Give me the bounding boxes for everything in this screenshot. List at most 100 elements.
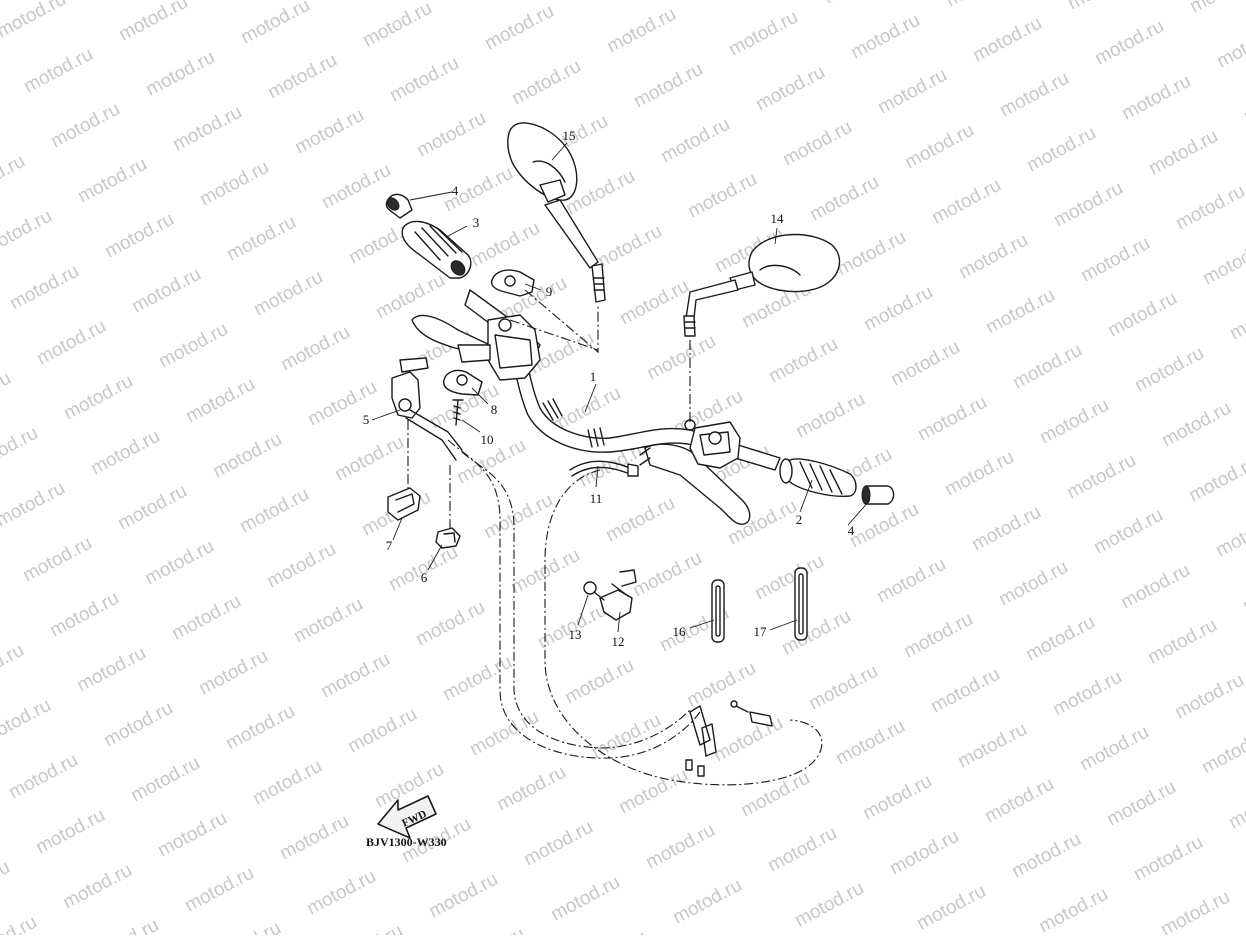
watermark-text: motod.ru xyxy=(1213,19,1246,73)
bracket-12-bolt-13 xyxy=(583,569,637,621)
watermark-text: motod.ru xyxy=(222,701,298,755)
watermark-text: motod.ru xyxy=(127,753,203,807)
watermark-text: motod.ru xyxy=(616,276,692,330)
watermark-text: motod.ru xyxy=(955,230,1031,284)
watermark-text: motod.ru xyxy=(832,716,908,770)
callout-8: 8 xyxy=(491,402,498,417)
watermark-text: motod.ru xyxy=(1240,74,1246,128)
callout-14: 14 xyxy=(771,211,785,226)
watermark-text: motod.ru xyxy=(765,334,841,388)
watermark-text: motod.ru xyxy=(155,319,231,373)
watermark-text: motod.ru xyxy=(47,99,123,153)
watermark-text: motod.ru xyxy=(303,866,379,920)
watermark-text: motod.ru xyxy=(942,0,1018,11)
watermark-text: motod.ru xyxy=(792,389,868,443)
watermark-text: motod.ru xyxy=(914,392,990,446)
watermark-text: motod.ru xyxy=(182,374,258,428)
mirror-left-15 xyxy=(507,122,606,303)
watermark-text: motod.ru xyxy=(1212,508,1246,562)
watermark-text: motod.ru xyxy=(196,157,272,211)
watermark-text: motod.ru xyxy=(995,557,1071,611)
callout-12: 12 xyxy=(612,634,625,649)
watermark-text: motod.ru xyxy=(630,59,706,113)
watermark-text: motod.ru xyxy=(1063,450,1139,504)
watermark-text: motod.ru xyxy=(87,426,163,480)
watermark-text: motod.ru xyxy=(0,857,14,911)
watermark-text: motod.ru xyxy=(615,765,691,819)
watermark-text: motod.ru xyxy=(0,695,55,749)
watermark-text: motod.ru xyxy=(5,750,81,804)
watermark-text: motod.ru xyxy=(574,927,650,935)
watermark-text: motod.ru xyxy=(46,588,122,642)
watermark-text: motod.ru xyxy=(412,597,488,651)
watermark-text: motod.ru xyxy=(317,649,393,703)
watermark-text: motod.ru xyxy=(128,264,204,318)
watermark-text: motod.ru xyxy=(1185,453,1246,507)
callout-1: 1 xyxy=(590,369,597,384)
right-grip-2 xyxy=(779,458,857,498)
watermark-text: motod.ru xyxy=(846,499,922,553)
watermark-text: motod.ru xyxy=(263,539,339,593)
throttle-cable-guide xyxy=(391,357,463,461)
watermark-text: motod.ru xyxy=(264,50,340,104)
callouts: 1 2 3 4 4 5 6 7 8 9 10 11 12 13 14 15 16… xyxy=(363,128,855,649)
watermark-text: motod.ru xyxy=(887,337,963,391)
watermark-text: motod.ru xyxy=(1104,288,1180,342)
end-weight-4-right xyxy=(861,485,895,505)
watermark-text: motod.ru xyxy=(981,774,1057,828)
watermark-text: motod.ru xyxy=(425,869,501,923)
diagram-code: BJV1300-W330 xyxy=(366,835,447,849)
hose-11 xyxy=(569,460,639,477)
watermark-text: motod.ru xyxy=(657,114,733,168)
watermark-text: motod.ru xyxy=(860,282,936,336)
watermark-text: motod.ru xyxy=(1226,291,1246,345)
watermark-text: motod.ru xyxy=(1091,16,1167,70)
watermark-text: motod.ru xyxy=(874,65,950,119)
watermark-text: motod.ru xyxy=(1158,398,1234,452)
watermark-text: motod.ru xyxy=(74,154,150,208)
callout-4-left: 4 xyxy=(452,183,459,198)
watermark-text: motod.ru xyxy=(1130,832,1206,886)
watermark-text: motod.ru xyxy=(385,542,461,596)
watermark-text: motod.ru xyxy=(0,912,41,935)
watermark-text: motod.ru xyxy=(643,331,719,385)
watermark-text: motod.ru xyxy=(181,863,257,917)
watermark-text: motod.ru xyxy=(968,502,1044,556)
watermark-text: motod.ru xyxy=(1077,233,1153,287)
watermark-text: motod.ru xyxy=(684,169,760,223)
watermark-text: motod.ru xyxy=(1009,340,1085,394)
watermark-text: motod.ru xyxy=(237,0,313,48)
watermark-text: motod.ru xyxy=(115,0,191,45)
watermark-text: motod.ru xyxy=(250,267,326,321)
watermark-text: motod.ru xyxy=(602,493,678,547)
watermark-text: motod.ru xyxy=(0,478,69,532)
watermark-text: motod.ru xyxy=(0,368,15,422)
watermark-text: motod.ru xyxy=(928,175,1004,229)
watermark-text: motod.ru xyxy=(683,658,759,712)
watermark-text: motod.ru xyxy=(1036,395,1112,449)
watermark-text: motod.ru xyxy=(19,533,95,587)
watermark-text: motod.ru xyxy=(603,4,679,58)
watermark-text: motod.ru xyxy=(752,62,828,116)
watermark-text: motod.ru xyxy=(209,429,285,483)
watermark-text: motod.ru xyxy=(142,47,218,101)
watermark-text: motod.ru xyxy=(480,490,556,544)
callout-5: 5 xyxy=(363,412,370,427)
leaders xyxy=(371,142,871,633)
watermark-text: motod.ru xyxy=(847,10,923,64)
mirror-right-14 xyxy=(683,233,841,337)
watermark-text: motod.ru xyxy=(576,0,652,2)
watermark-text: motod.ru xyxy=(1008,829,1084,883)
watermark-text: motod.ru xyxy=(886,826,962,880)
callout-2: 2 xyxy=(796,512,803,527)
watermark-text: motod.ru xyxy=(1199,236,1246,290)
watermark-text: motod.ru xyxy=(20,44,96,98)
watermark-text: motod.ru xyxy=(791,878,867,932)
watermark-text: motod.ru xyxy=(1022,612,1098,666)
callout-10: 10 xyxy=(481,432,494,447)
watermark-text: motod.ru xyxy=(330,921,406,935)
watermark-text: motod.ru xyxy=(913,881,989,935)
